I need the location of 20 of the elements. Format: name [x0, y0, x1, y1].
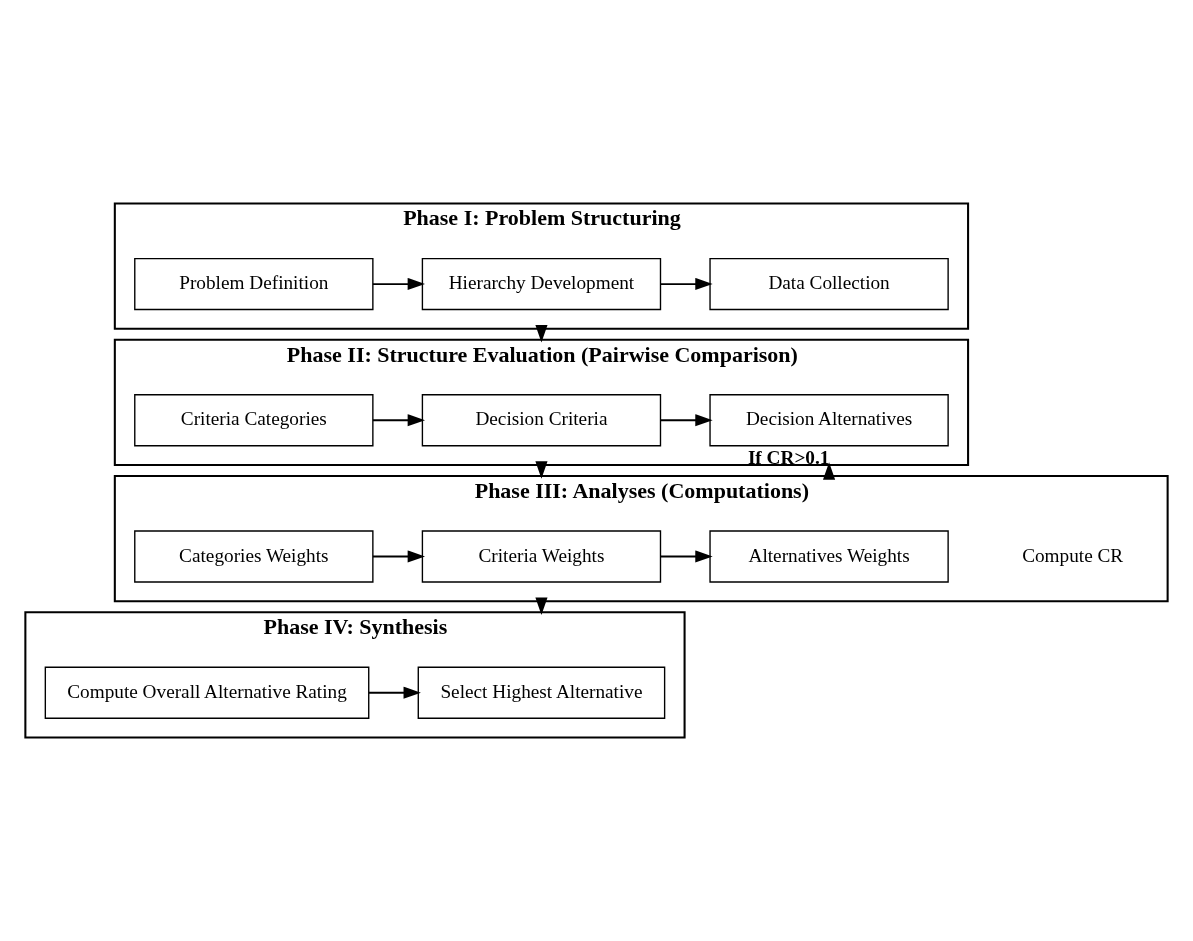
node-box: Decision Criteria — [421, 394, 662, 447]
node-box: Problem Definition — [134, 257, 374, 311]
node-box: Select Highest Alternative — [417, 666, 666, 719]
node-box: Categories Weights — [134, 530, 374, 583]
node-box: Hierarchy Development — [421, 257, 662, 311]
arrow — [372, 414, 425, 427]
arrow — [372, 277, 425, 291]
arrow — [368, 686, 421, 699]
node-box: Data Collection — [709, 257, 949, 311]
arrow — [659, 277, 713, 291]
node-box: Criteria Weights — [421, 530, 662, 583]
node-box: Compute Overall Alternative Rating — [44, 666, 370, 719]
label: Compute CR — [1022, 544, 1124, 566]
node-box: Decision Alternatives — [709, 394, 949, 447]
arrow — [372, 550, 425, 563]
arrow — [659, 550, 713, 563]
arrow — [659, 414, 713, 427]
node-box: Criteria Categories — [134, 394, 374, 447]
edge-label: If CR>0.1 — [747, 447, 830, 469]
node-box: Alternatives Weights — [709, 530, 949, 583]
